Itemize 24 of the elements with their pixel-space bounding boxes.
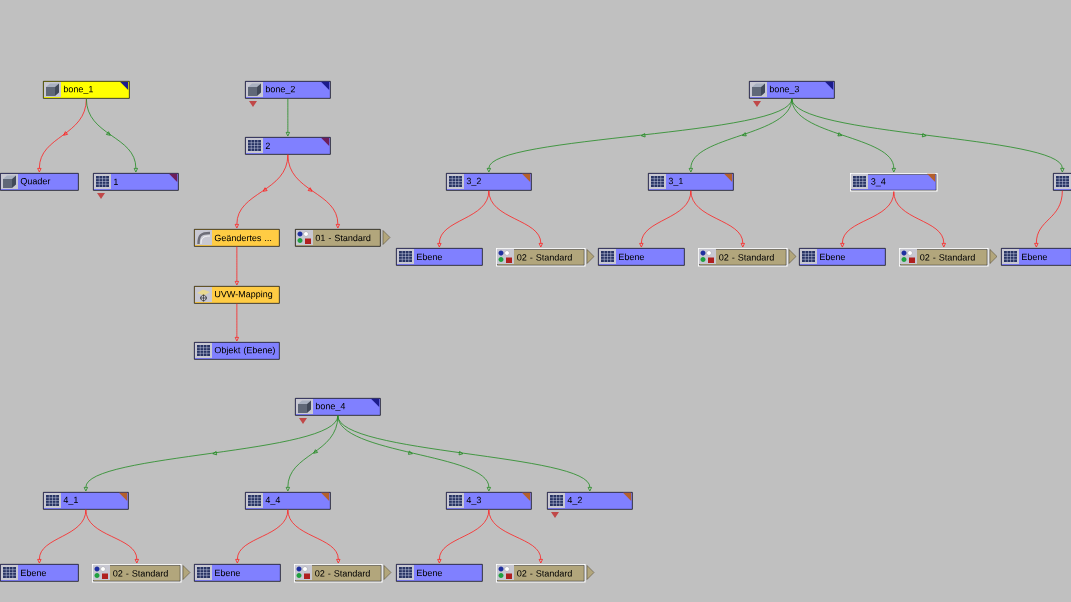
arrow xyxy=(285,98,290,137)
arrow xyxy=(488,509,543,564)
arrow xyxy=(486,98,793,173)
arrow xyxy=(337,415,592,492)
arrow xyxy=(791,98,896,173)
arrow xyxy=(488,190,543,248)
arrow xyxy=(285,415,339,492)
arrow xyxy=(639,190,692,248)
arrow xyxy=(234,303,239,342)
arrow xyxy=(791,98,1065,173)
arrow xyxy=(235,509,289,564)
arrow xyxy=(437,509,490,564)
arrow xyxy=(893,191,946,248)
arrow xyxy=(85,509,139,564)
arrow xyxy=(37,98,87,173)
arrow xyxy=(85,98,138,173)
arrow xyxy=(337,415,491,492)
arrow xyxy=(287,154,340,229)
arrow xyxy=(690,190,745,248)
arrow xyxy=(234,246,239,286)
arrow xyxy=(37,509,87,564)
arrow xyxy=(437,190,490,248)
arrow xyxy=(287,509,341,564)
arrow xyxy=(1034,190,1063,248)
